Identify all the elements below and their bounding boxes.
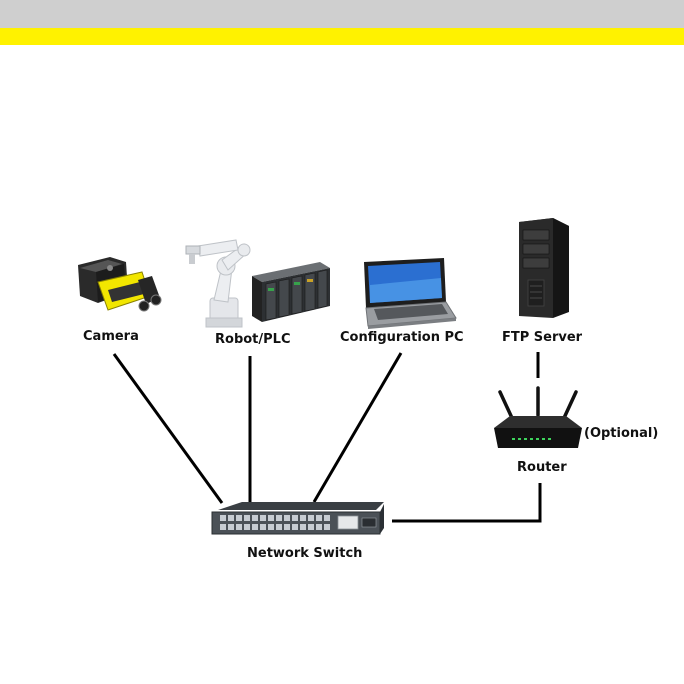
network-switch-icon — [212, 502, 384, 534]
edge-camera-switch — [114, 354, 222, 503]
camera-label: Camera — [83, 329, 139, 344]
router-optional-note: (Optional) — [584, 426, 658, 441]
robot-arm-icon — [186, 240, 250, 327]
router-label: Router — [517, 460, 567, 475]
configuration-pc-label: Configuration PC — [340, 330, 464, 345]
edge-router-switch — [392, 483, 540, 521]
camera-icon — [78, 257, 161, 311]
network-switch-label: Network Switch — [247, 546, 362, 561]
robot-plc-label: Robot/PLC — [215, 332, 291, 347]
plc-rack-icon — [252, 262, 330, 322]
laptop-icon — [364, 258, 456, 329]
router-icon — [494, 388, 582, 448]
server-tower-icon — [519, 218, 569, 318]
edge-pc-switch — [314, 353, 401, 502]
ftp-server-label: FTP Server — [502, 330, 582, 345]
